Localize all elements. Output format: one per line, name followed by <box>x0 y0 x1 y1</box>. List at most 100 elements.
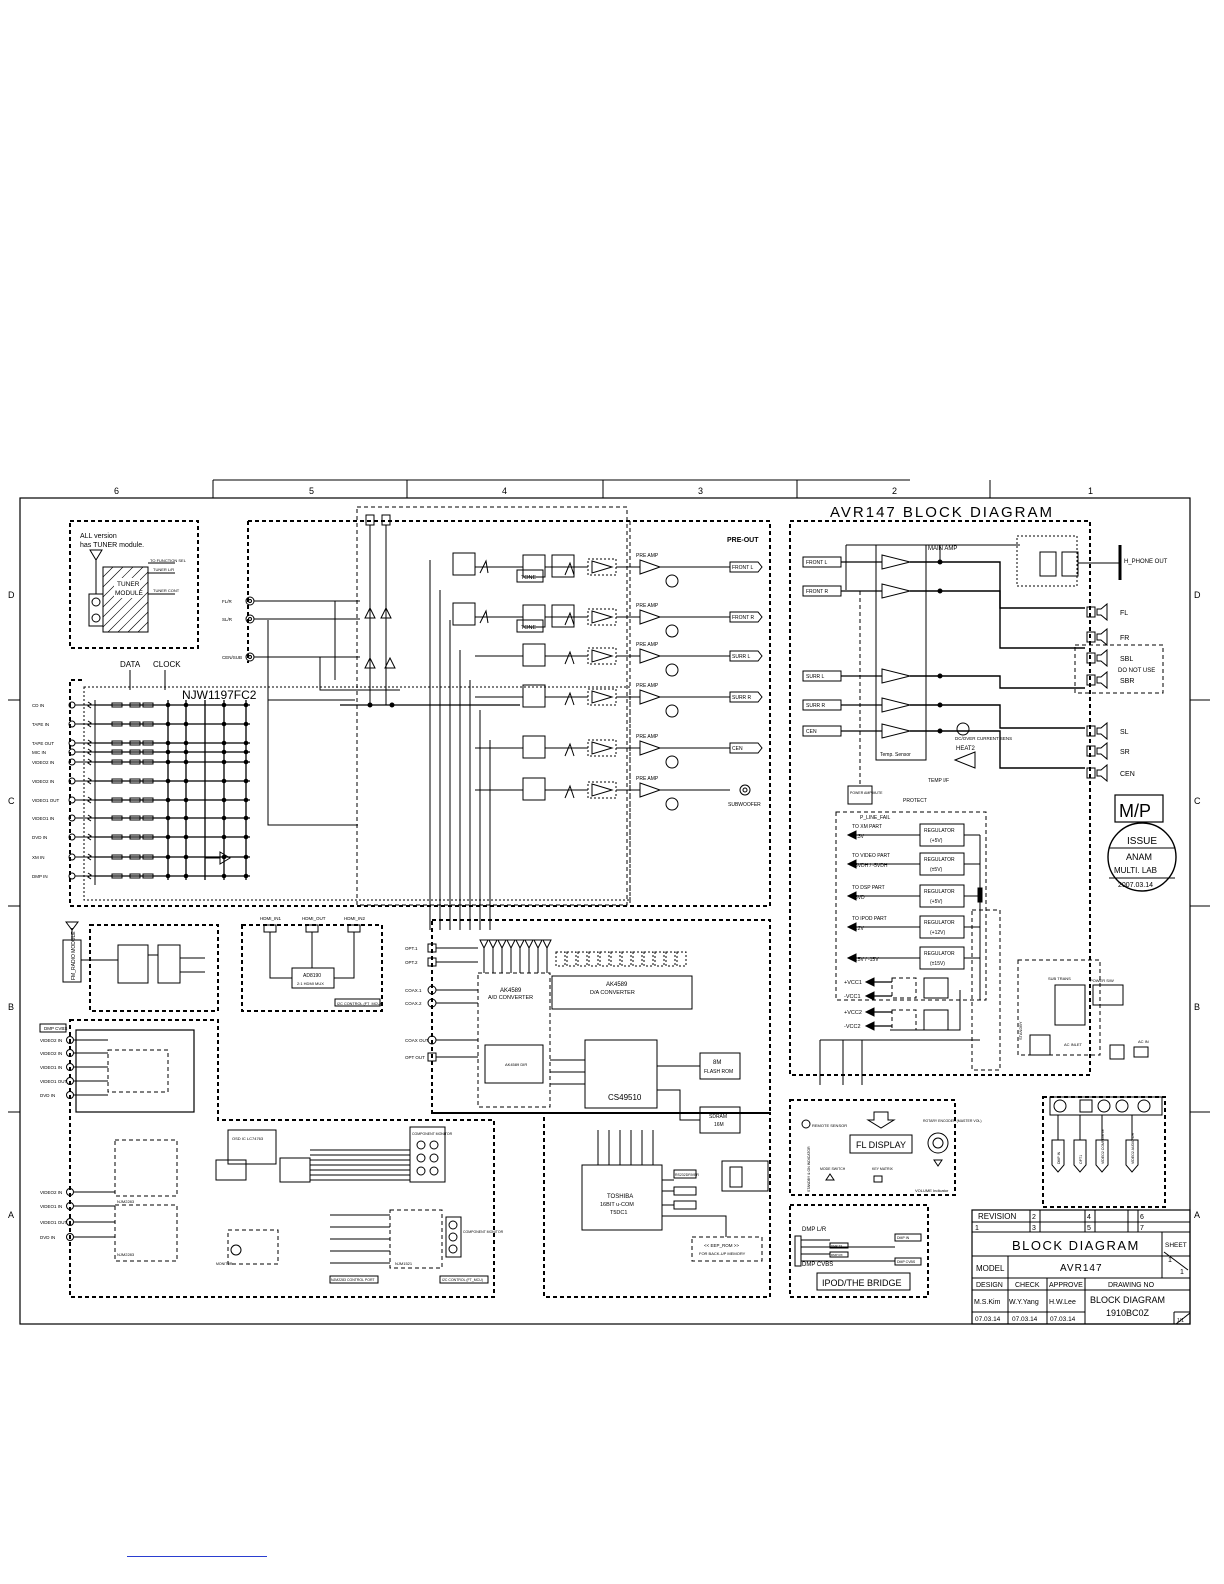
dac-output-pin <box>654 951 665 967</box>
selector-switch <box>522 735 546 759</box>
standby-label: STANDBY <box>1018 1021 1023 1040</box>
input-resistor <box>87 739 92 747</box>
input-resistor <box>87 872 92 880</box>
hdmi-chip-label: AD8190 <box>303 973 321 979</box>
regulator-value: (+12V) <box>930 930 945 936</box>
speaker-icon <box>1096 721 1108 741</box>
input-label: VIDEO1 IN <box>32 816 54 821</box>
video-input-jack <box>66 1091 74 1099</box>
speaker-icon <box>1096 602 1108 622</box>
regulator-rails: +12V <box>852 926 864 932</box>
headphone-out-label: H_PHONE OUT <box>1124 559 1168 565</box>
ipod-out: DMP RX <box>831 1253 843 1257</box>
title-block-text: REVISION 2 4 6 1 3 5 7 BLOCK DIAGRAM SHE… <box>974 1212 1187 1324</box>
remote-label: REMOTE SENSOR <box>812 1123 847 1128</box>
pre-output-label: SURR L <box>732 654 751 660</box>
input-resistor <box>87 814 92 822</box>
dac-output-pin <box>632 951 643 967</box>
surround-input-jack-core <box>248 617 252 621</box>
input-selector-section: NJW1197FC2 DATA CLOCK PRE-OUT <box>69 506 771 907</box>
zone-number: 3 <box>698 486 703 496</box>
selector-switch <box>452 552 476 576</box>
footer-link-underline[interactable] <box>127 1556 267 1557</box>
preout-label: PRE-OUT <box>727 537 759 544</box>
video-section: NJM2283 NJM2283 OSD IC LC74763 NJM1521 C… <box>39 1019 504 1298</box>
dac-buffer <box>506 939 516 950</box>
vcc-label: +VCC2 <box>844 1010 862 1016</box>
speaker-terminal <box>1086 725 1096 737</box>
stamp-line1: ANAM <box>1126 852 1152 862</box>
row-letter: B <box>1194 1002 1200 1012</box>
tuner-note-line2: has TUNER module. <box>80 542 144 549</box>
speaker-terminal <box>1086 606 1096 618</box>
input-switch <box>111 834 123 840</box>
tb-dwg-number: 1910BC0Z <box>1106 1308 1150 1318</box>
stamp-date: 2007.03.14 <box>1118 882 1153 889</box>
mute-transistor <box>665 624 679 638</box>
speaker-terminal <box>1086 652 1096 664</box>
surround-input-label: FL/R <box>222 599 233 604</box>
input-switch <box>111 759 123 765</box>
input-switch <box>111 721 123 727</box>
selector-switch <box>522 554 546 578</box>
tb-revision: REVISION <box>978 1212 1016 1221</box>
tb-sheet-num: 1 <box>1168 1257 1172 1264</box>
stamp-issue: ISSUE <box>1127 836 1157 847</box>
tb-rev-cell: 1 <box>975 1225 979 1232</box>
tb-rev-cell: 4 <box>1087 1214 1091 1221</box>
speaker-icon <box>1096 648 1108 668</box>
power-amp <box>881 554 911 570</box>
heat-label: HEAT2 <box>956 746 976 752</box>
input-switch <box>142 759 154 765</box>
video-input-jack <box>66 1049 74 1057</box>
tone-block <box>516 619 544 633</box>
eep-desc: FOR BACK-UP MEMORY <box>699 1251 746 1256</box>
speaker-label: FL <box>1120 610 1128 617</box>
regulator-rails: +5VD <box>852 895 865 901</box>
hdmi-in2-label: HDMI_IN2 <box>344 916 366 921</box>
input-switch <box>142 740 154 746</box>
regulator-value: (±15V) <box>930 961 945 967</box>
mute-transistor <box>665 755 679 769</box>
regulator-target: TO XM PART <box>852 824 882 830</box>
tb-page: 1/1 <box>1177 1318 1184 1324</box>
opamp <box>591 610 614 624</box>
digital-io-label: OPT.1 <box>405 946 418 951</box>
video-njm-ctrl: NJM2283 CONTROL PORT <box>331 1278 375 1282</box>
video-comp-out: COMPONENT MONITOR <box>463 1230 504 1234</box>
vcc-arrow <box>864 977 875 987</box>
zone-number: 5 <box>309 486 314 496</box>
tuner-note-line1: ALL version <box>80 533 117 540</box>
input-switch <box>142 749 154 755</box>
input-jack <box>68 872 76 880</box>
pre-output-label: SUBWOOFER <box>728 802 761 808</box>
zone-number: 4 <box>502 486 507 496</box>
buffer-amp <box>380 606 392 619</box>
mute-transistor <box>665 574 679 588</box>
input-switch <box>142 815 154 821</box>
video-input-label: VIDEO1 OUT <box>40 1220 68 1225</box>
diagram-title: AVR147 BLOCK DIAGRAM <box>830 504 1054 521</box>
fl-display-label: FL DISPLAY <box>856 1140 906 1150</box>
selector-switch <box>522 684 546 708</box>
digital-io-label: COAX OUT <box>405 1038 429 1043</box>
output-connector <box>729 742 763 754</box>
buffer-amp <box>384 656 396 669</box>
speaker-label: SBL <box>1120 656 1133 663</box>
sdram-type: SDRAM <box>709 1114 727 1120</box>
sub-trans-label: SUB TRANS <box>1048 976 1071 981</box>
speaker-label: SL <box>1120 729 1129 736</box>
dac-output-pin <box>599 951 610 967</box>
regulator-value: (+5V) <box>930 899 943 905</box>
dsp-section: AK4589 A/D CONVERTER AK4589 D/A CONVERTE… <box>431 919 771 1298</box>
power-amp <box>881 583 911 599</box>
video-input-jack <box>66 1188 74 1196</box>
selector-switch <box>452 602 476 626</box>
tb-rev-cell: 6 <box>1140 1214 1144 1221</box>
video-mux2-label: NJM2283 <box>117 1252 135 1257</box>
input-switch <box>142 834 154 840</box>
tb-checker: W.Y.Yang <box>1009 1299 1039 1306</box>
volume-pot <box>564 742 575 757</box>
